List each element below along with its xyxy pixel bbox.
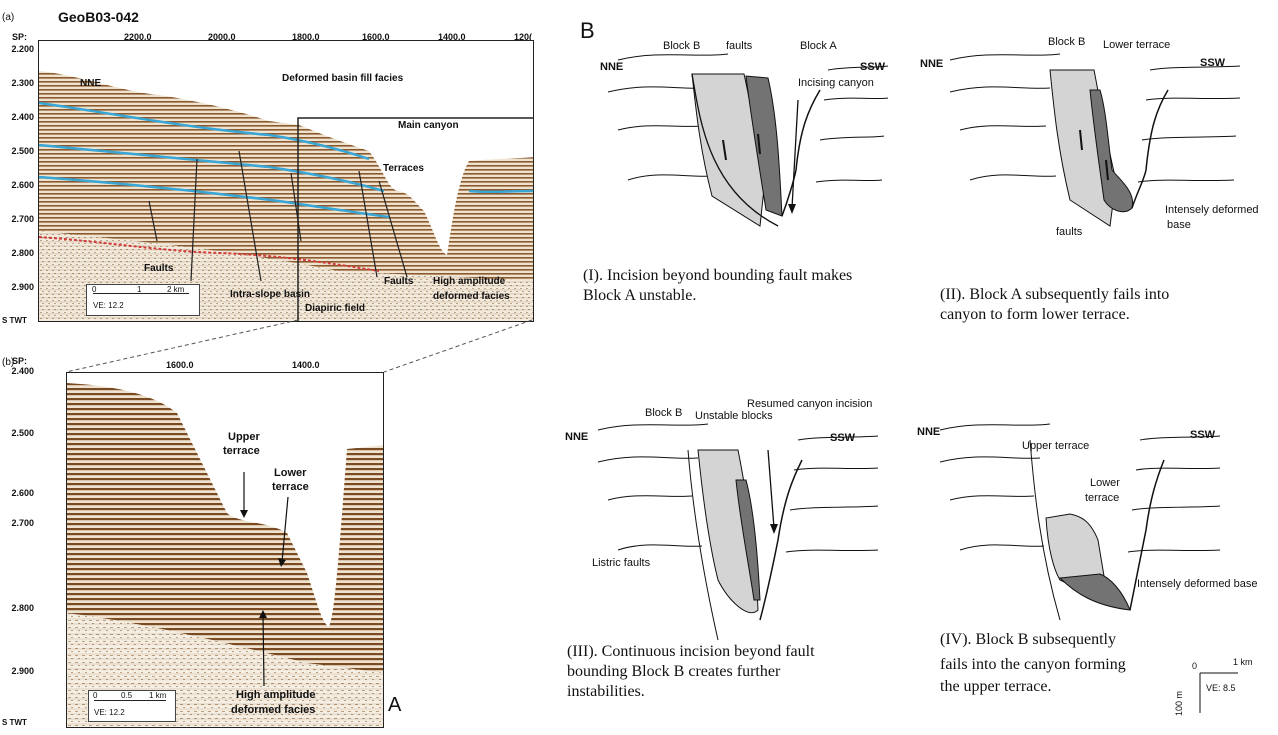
sketch4-caption-line3: the upper terrace. xyxy=(940,677,1051,696)
sketch3-resumed-incision: Resumed canyon incision xyxy=(747,398,872,410)
scale-half: 0.5 xyxy=(121,691,132,700)
panel-b-scale-km: 1 km xyxy=(1233,657,1253,667)
sketch1-block-a: Block A xyxy=(800,40,837,52)
scale-zero: 0 xyxy=(93,691,97,700)
sketch3-caption-line3: instabilities. xyxy=(567,682,645,701)
sketch1-block-b: Block B xyxy=(663,40,700,52)
sketch4-ssw: SSW xyxy=(1190,429,1215,441)
panel-b-scale-vertical: 100 m xyxy=(1174,691,1184,716)
sketch1-nne: NNE xyxy=(600,61,623,73)
panel-b-scale-ve: VE: 8.5 xyxy=(1206,683,1236,693)
sketch1-caption-line1: (I). Incision beyond bounding fault make… xyxy=(583,266,852,285)
sketch3-listric-faults: Listric faults xyxy=(592,557,650,569)
sketch1-caption-line2: Block A unstable. xyxy=(583,286,696,305)
sketch2-caption-line2: canyon to form lower terrace. xyxy=(940,305,1130,324)
scale-ve: VE: 12.2 xyxy=(94,708,125,717)
sketch2-nne: NNE xyxy=(920,58,943,70)
sketch1-faults: faults xyxy=(726,40,752,52)
sketch3-caption-line1: (III). Continuous incision beyond fault xyxy=(567,642,815,661)
sketch4-intensely-deformed: Intensely deformed base xyxy=(1137,578,1257,590)
sketch2-block-b: Block B xyxy=(1048,36,1085,48)
sketch2-lower-terrace: Lower terrace xyxy=(1103,39,1170,51)
sketch2-caption-line1: (II). Block A subsequently fails into xyxy=(940,285,1169,304)
sketch2-intensely-deformed: Intensely deformed xyxy=(1165,204,1259,216)
panel-b-scale-zero: 0 xyxy=(1192,661,1197,671)
sketch4-upper-terrace: Upper terrace xyxy=(1022,440,1089,452)
panel-letter-a: A xyxy=(388,694,401,717)
sketch3-caption-line2: bounding Block B creates further xyxy=(567,662,780,681)
sketch4-nne: NNE xyxy=(917,426,940,438)
sketch2-faults: faults xyxy=(1056,226,1082,238)
scale-one: 1 km xyxy=(149,691,166,700)
bottom-arrows xyxy=(0,0,400,735)
sketch-3 xyxy=(588,410,888,640)
scale-bar xyxy=(94,700,166,701)
sketch3-unstable-blocks: Unstable blocks xyxy=(695,410,773,422)
sketch2-base: base xyxy=(1167,219,1191,231)
sketch4-lower-terrace-2: terrace xyxy=(1085,492,1119,504)
sketch4-caption-line2: fails into the canyon forming xyxy=(940,655,1126,674)
sketch3-ssw: SSW xyxy=(830,432,855,444)
sketch3-block-b: Block B xyxy=(645,407,682,419)
scale-box-bottom: 0 0.5 1 km VE: 12.2 xyxy=(88,690,176,722)
sketch1-incising-canyon: Incising canyon xyxy=(798,77,874,89)
sketch3-nne: NNE xyxy=(565,431,588,443)
sketch4-caption-line1: (IV). Block B subsequently xyxy=(940,630,1116,649)
sketch1-ssw: SSW xyxy=(860,61,885,73)
sketch4-lower-terrace-1: Lower xyxy=(1090,477,1120,489)
sketch2-ssw: SSW xyxy=(1200,57,1225,69)
